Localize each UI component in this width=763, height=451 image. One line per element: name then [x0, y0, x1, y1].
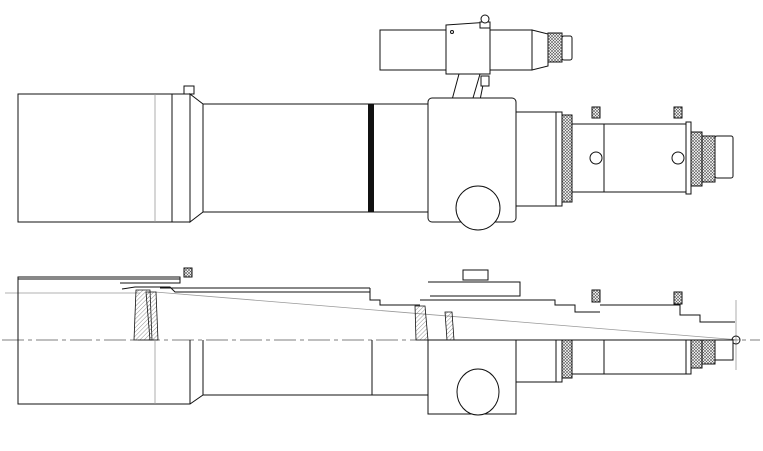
main-tube [202, 103, 429, 213]
star-diagonal [571, 123, 687, 193]
section-view [2, 267, 760, 416]
dew-shield [17, 93, 191, 223]
exterior-view [17, 14, 734, 231]
focus-knob [455, 185, 501, 231]
focus-knob [456, 368, 500, 416]
